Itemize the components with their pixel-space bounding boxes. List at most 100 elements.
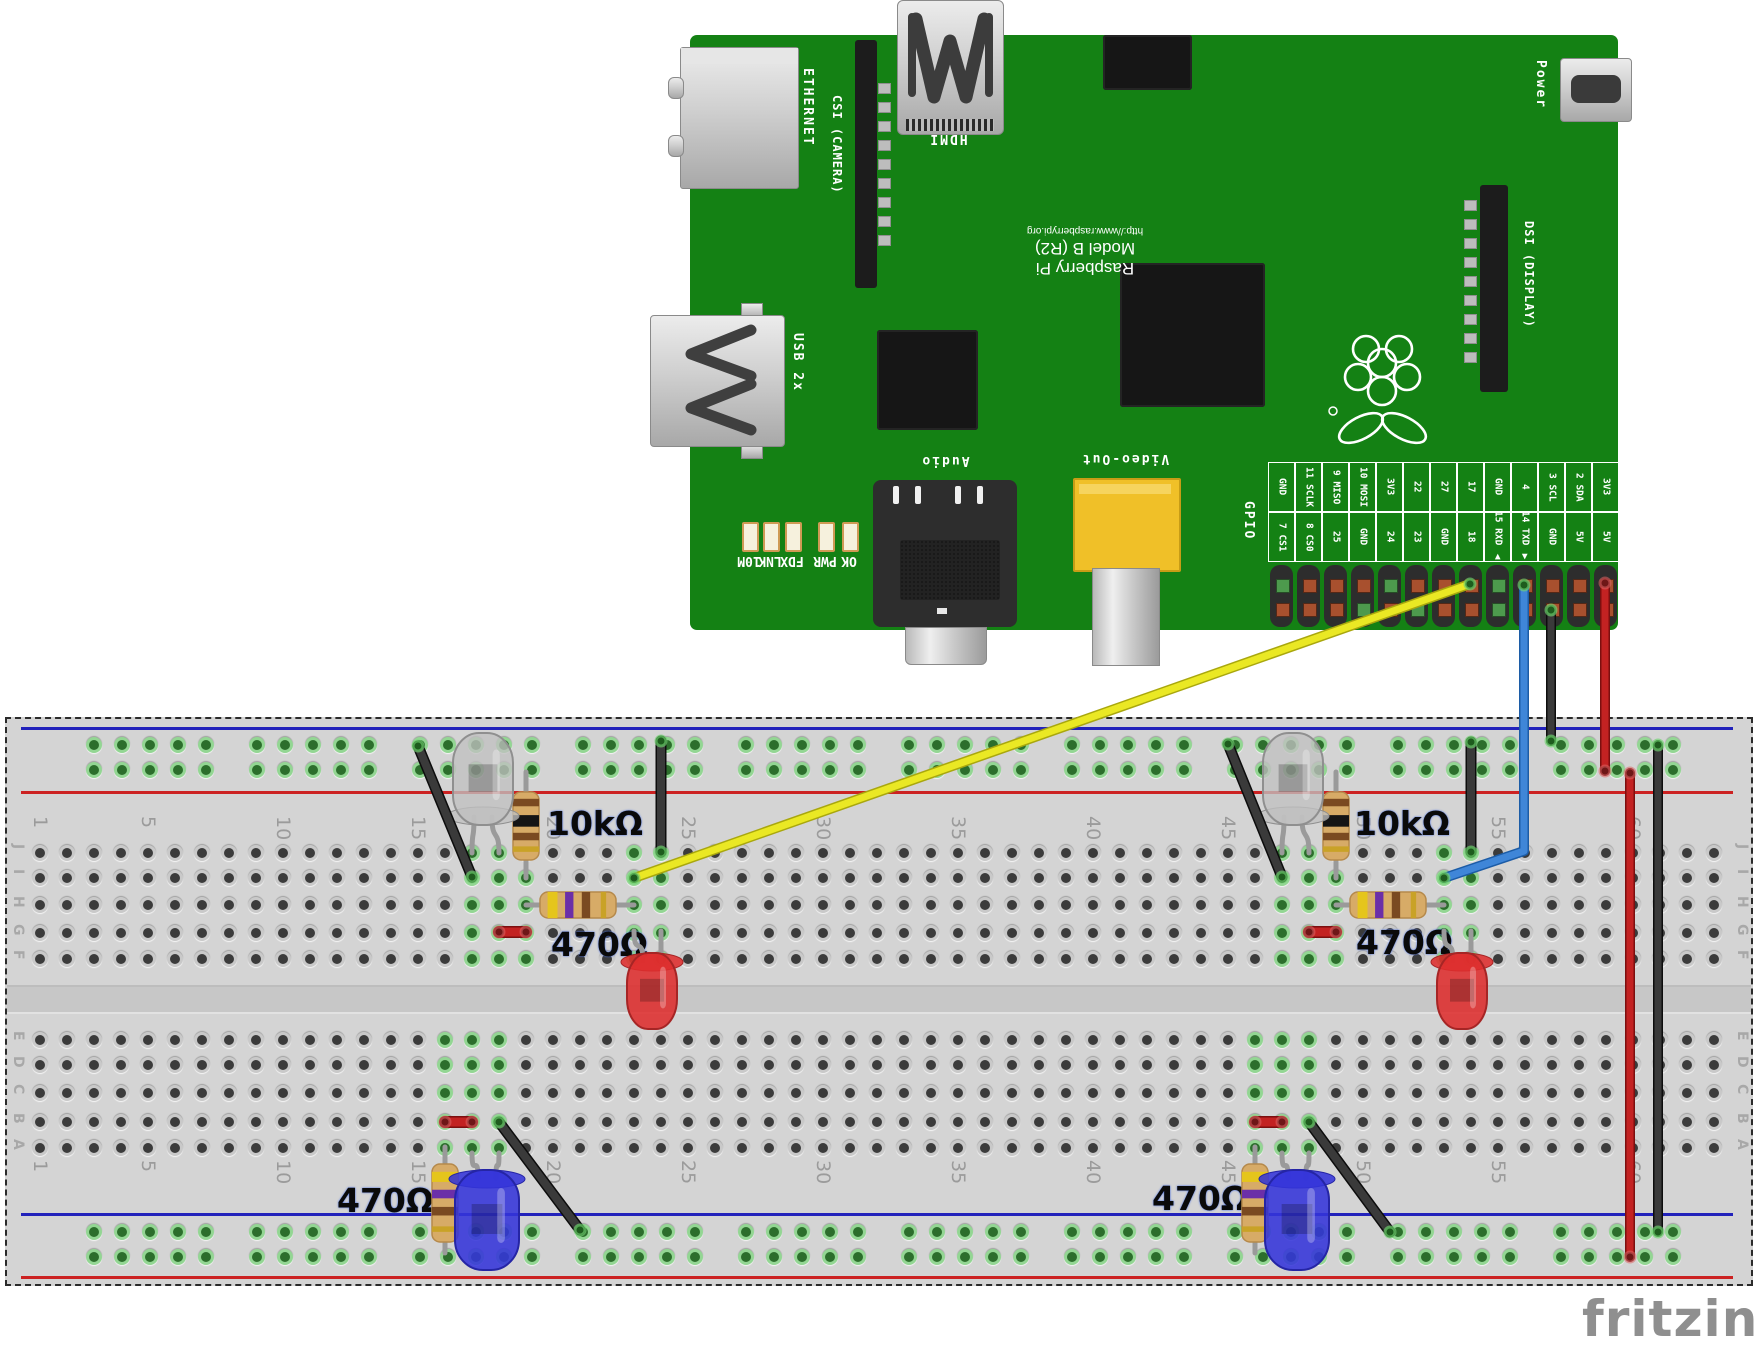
breadboard-hole[interactable]	[1355, 1085, 1371, 1101]
breadboard-hole[interactable]	[1092, 762, 1108, 778]
breadboard-hole[interactable]	[1092, 1249, 1108, 1265]
gpio-pin[interactable]	[1545, 603, 1560, 617]
breadboard-hole[interactable]	[631, 1249, 647, 1265]
breadboard-hole[interactable]	[1328, 951, 1344, 967]
breadboard-hole[interactable]	[1247, 1057, 1263, 1073]
gpio-pin[interactable]	[1437, 579, 1452, 593]
breadboard-hole[interactable]	[626, 1085, 642, 1101]
breadboard-hole[interactable]	[1004, 951, 1020, 967]
breadboard-hole[interactable]	[305, 1224, 321, 1240]
breadboard-hole[interactable]	[1679, 897, 1695, 913]
gpio-pin[interactable]	[1275, 603, 1290, 617]
breadboard-hole[interactable]	[1339, 737, 1355, 753]
breadboard-hole[interactable]	[1301, 845, 1317, 861]
breadboard-hole[interactable]	[1490, 870, 1506, 886]
breadboard-hole[interactable]	[140, 925, 156, 941]
breadboard-hole[interactable]	[734, 1057, 750, 1073]
breadboard-hole[interactable]	[275, 845, 291, 861]
breadboard-hole[interactable]	[491, 897, 507, 913]
breadboard-hole[interactable]	[1652, 897, 1668, 913]
breadboard-hole[interactable]	[356, 1057, 372, 1073]
breadboard-hole[interactable]	[86, 1032, 102, 1048]
breadboard-hole[interactable]	[1085, 1085, 1101, 1101]
soc-chip[interactable]	[1120, 263, 1265, 407]
breadboard-hole[interactable]	[850, 1224, 866, 1240]
breadboard-hole[interactable]	[1679, 845, 1695, 861]
breadboard-hole[interactable]	[1004, 1140, 1020, 1156]
breadboard-hole[interactable]	[761, 951, 777, 967]
breadboard-hole[interactable]	[1517, 925, 1533, 941]
breadboard-hole[interactable]	[1517, 1085, 1533, 1101]
breadboard-hole[interactable]	[1517, 1032, 1533, 1048]
breadboard-hole[interactable]	[1355, 870, 1371, 886]
breadboard-hole[interactable]	[572, 925, 588, 941]
gpio-pin[interactable]	[1464, 603, 1479, 617]
breadboard-hole[interactable]	[1598, 897, 1614, 913]
breadboard-hole[interactable]	[518, 870, 534, 886]
breadboard-hole[interactable]	[1571, 870, 1587, 886]
breadboard-hole[interactable]	[329, 951, 345, 967]
breadboard-hole[interactable]	[142, 762, 158, 778]
breadboard-hole[interactable]	[518, 1085, 534, 1101]
breadboard-hole[interactable]	[1446, 1224, 1462, 1240]
breadboard-hole[interactable]	[1544, 1140, 1560, 1156]
breadboard-hole[interactable]	[1148, 737, 1164, 753]
audio-jack[interactable]	[873, 480, 1017, 627]
breadboard-hole[interactable]	[1665, 1249, 1681, 1265]
gpio-pin-housing[interactable]	[1459, 565, 1482, 627]
breadboard-hole[interactable]	[1355, 951, 1371, 967]
breadboard-hole[interactable]	[1436, 1032, 1452, 1048]
breadboard-hole[interactable]	[653, 1032, 669, 1048]
breadboard-hole[interactable]	[1463, 1057, 1479, 1073]
breadboard-hole[interactable]	[761, 1085, 777, 1101]
gpio-pin-housing[interactable]	[1540, 565, 1563, 627]
gpio-pin[interactable]	[1572, 579, 1587, 593]
breadboard-hole[interactable]	[545, 1114, 561, 1130]
breadboard-hole[interactable]	[631, 737, 647, 753]
breadboard-hole[interactable]	[734, 1140, 750, 1156]
breadboard-hole[interactable]	[1064, 1224, 1080, 1240]
breadboard-hole[interactable]	[929, 762, 945, 778]
breadboard-hole[interactable]	[1502, 737, 1518, 753]
breadboard-hole[interactable]	[761, 925, 777, 941]
breadboard-hole[interactable]	[929, 1224, 945, 1240]
breadboard-hole[interactable]	[1517, 1057, 1533, 1073]
breadboard-hole[interactable]	[1120, 1249, 1136, 1265]
breadboard-hole[interactable]	[142, 737, 158, 753]
breadboard-hole[interactable]	[572, 951, 588, 967]
breadboard-hole[interactable]	[1382, 870, 1398, 886]
breadboard-hole[interactable]	[1004, 1032, 1020, 1048]
breadboard-hole[interactable]	[1139, 845, 1155, 861]
breadboard-hole[interactable]	[1176, 737, 1192, 753]
breadboard-hole[interactable]	[1274, 1057, 1290, 1073]
breadboard-hole[interactable]	[1031, 845, 1047, 861]
breadboard-hole[interactable]	[1502, 1224, 1518, 1240]
component-value-label[interactable]: 470Ω	[1152, 1179, 1249, 1218]
breadboard-hole[interactable]	[464, 897, 480, 913]
breadboard-hole[interactable]	[1301, 1057, 1317, 1073]
breadboard-hole[interactable]	[1166, 897, 1182, 913]
breadboard-hole[interactable]	[140, 1114, 156, 1130]
breadboard-hole[interactable]	[545, 845, 561, 861]
breadboard-hole[interactable]	[86, 845, 102, 861]
breadboard-hole[interactable]	[1220, 845, 1236, 861]
breadboard-hole[interactable]	[437, 925, 453, 941]
breadboard-hole[interactable]	[518, 845, 534, 861]
breadboard-hole[interactable]	[1544, 951, 1560, 967]
breadboard-hole[interactable]	[333, 737, 349, 753]
breadboard-hole[interactable]	[653, 1085, 669, 1101]
breadboard-hole[interactable]	[1652, 925, 1668, 941]
breadboard-hole[interactable]	[361, 1249, 377, 1265]
breadboard-hole[interactable]	[1120, 1224, 1136, 1240]
breadboard-hole[interactable]	[167, 870, 183, 886]
breadboard-hole[interactable]	[1706, 845, 1722, 861]
gpio-pin[interactable]	[1491, 603, 1506, 617]
breadboard-hole[interactable]	[356, 845, 372, 861]
gpio-pin[interactable]	[1464, 579, 1479, 593]
breadboard-hole[interactable]	[950, 925, 966, 941]
breadboard-hole[interactable]	[333, 1249, 349, 1265]
breadboard-hole[interactable]	[410, 951, 426, 967]
breadboard-hole[interactable]	[1193, 925, 1209, 941]
breadboard-hole[interactable]	[518, 1057, 534, 1073]
breadboard-hole[interactable]	[1004, 845, 1020, 861]
